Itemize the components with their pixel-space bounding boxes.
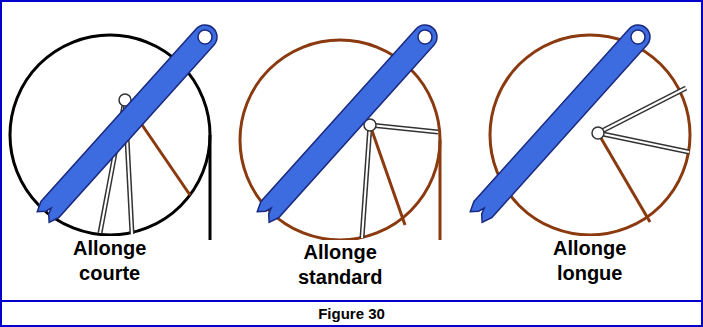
arm-hole	[415, 27, 435, 47]
label-box: Allonge longue	[550, 236, 629, 286]
hub	[592, 127, 604, 139]
figure-label: Allonge longue	[550, 236, 629, 286]
figure-caption: Figure 30	[318, 302, 385, 325]
caption-box: Figure 30	[0, 302, 703, 325]
spoke-outline	[598, 133, 689, 152]
label-box: Allonge standard	[295, 240, 385, 290]
spoke	[598, 88, 686, 133]
crank-arm	[467, 20, 655, 225]
spoke	[370, 125, 438, 132]
wheel-standard	[240, 20, 442, 240]
crank-arm	[34, 20, 222, 225]
arm-hole	[195, 27, 215, 47]
spoke	[598, 133, 689, 152]
arm-body	[254, 20, 442, 225]
wheel-long	[467, 20, 690, 235]
spoke	[362, 125, 370, 238]
arm-hole	[628, 27, 648, 47]
arm-body	[467, 20, 655, 225]
wheel-short	[10, 20, 222, 240]
brown-spoke	[598, 133, 650, 222]
crank-arm	[254, 20, 442, 225]
spoke-outline	[370, 125, 438, 132]
spoke-outline	[598, 88, 686, 133]
label-box: Allonge courte	[70, 236, 149, 286]
strap-line	[209, 135, 212, 240]
wheel-rim	[490, 35, 690, 235]
brown-spoke	[370, 125, 405, 225]
figure-label: Allonge standard	[295, 240, 385, 290]
spoke-outline	[362, 125, 370, 238]
caption-separator	[1, 300, 702, 302]
figure-label: Allonge courte	[70, 236, 149, 286]
arm-body	[34, 20, 222, 225]
strap-line	[439, 140, 442, 240]
